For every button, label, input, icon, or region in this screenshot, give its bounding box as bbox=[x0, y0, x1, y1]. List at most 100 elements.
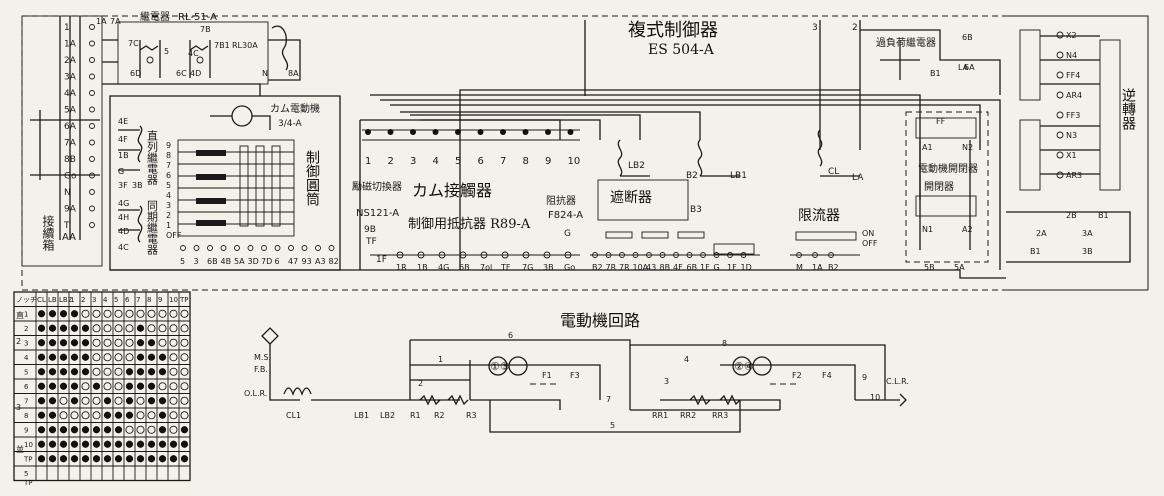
motor-circuit-label: RR2 bbox=[680, 411, 696, 420]
drum-bottom-dot bbox=[180, 245, 186, 251]
left-terminal: 6A bbox=[64, 122, 77, 132]
resistor-terminal: Go bbox=[564, 263, 575, 272]
left-top-mark: 7A bbox=[110, 17, 121, 26]
reverser-terminal: N4 bbox=[1066, 51, 1077, 60]
drum-terminal: 9 bbox=[166, 141, 171, 150]
left-terminal-block bbox=[21, 15, 103, 267]
drum-bottom-dot bbox=[207, 245, 213, 251]
aux-terminal: 3A bbox=[1082, 229, 1093, 238]
notch-cell-dot bbox=[59, 324, 68, 332]
notch-cell-dot bbox=[92, 440, 101, 448]
relay-left-terminal: 3B bbox=[132, 181, 143, 190]
notch-header-cell: 8 bbox=[147, 296, 151, 304]
notch-cell-dot bbox=[147, 382, 156, 390]
terminal-dot bbox=[89, 123, 95, 129]
notch-header-cell: ノッチ bbox=[16, 296, 37, 304]
notch-cell-dot bbox=[169, 396, 178, 405]
control-resistor-label: 制御用抵抗器 R89-A bbox=[408, 217, 531, 232]
notch-cell-dot bbox=[48, 426, 57, 434]
notch-cell-dot bbox=[180, 382, 189, 391]
resistor-terminal: 3B bbox=[543, 263, 554, 272]
notch-header-cell: 6 bbox=[125, 296, 130, 304]
breaker-terminal: 1F bbox=[700, 263, 710, 272]
relay-terminal: 7B1 bbox=[214, 41, 230, 50]
aux-terminal: 3B bbox=[1082, 247, 1093, 256]
notch-cell-dot bbox=[92, 309, 101, 318]
circuit-switch-indicator: 開閉器 bbox=[924, 181, 954, 193]
cam-contact-dot bbox=[410, 129, 416, 135]
relay-left-terminal: 4D bbox=[118, 227, 129, 236]
notch-cell-dot bbox=[147, 324, 156, 333]
notch-cell-dot bbox=[70, 440, 79, 448]
notch-cell-dot bbox=[114, 367, 123, 376]
notch-cell-dot bbox=[114, 324, 123, 333]
motor-switch-number: 3 bbox=[664, 377, 669, 386]
motor-circuit-label: M.S. bbox=[254, 353, 271, 362]
notch-row-label: 8 bbox=[24, 412, 28, 420]
relay-terminal: 7B bbox=[200, 25, 211, 34]
excitation-switch-label: 勵磁切換器 bbox=[352, 180, 402, 193]
resistor-terminal: 7ol bbox=[480, 263, 492, 272]
motor-switch-number: 9 bbox=[862, 373, 867, 382]
left-terminal: 7A bbox=[64, 139, 77, 149]
notch-cell-dot bbox=[92, 426, 101, 434]
notch-cell-dot bbox=[158, 397, 167, 405]
aux-terminal: 2B bbox=[1066, 211, 1077, 220]
notch-header-cell: LB bbox=[48, 296, 57, 304]
drum-terminal: 6 bbox=[166, 171, 171, 180]
notch-side-label: 直 bbox=[16, 310, 24, 320]
notch-cell-dot bbox=[103, 324, 112, 333]
cam-number: 4 bbox=[433, 156, 439, 167]
drum-bottom-terminal: 93 bbox=[302, 257, 312, 266]
cam-misc-label: B2 bbox=[686, 171, 698, 181]
motor-circuit-label: F1 bbox=[542, 371, 552, 380]
notch-cell-dot bbox=[180, 367, 189, 376]
drum-bottom-dot bbox=[261, 245, 267, 251]
notch-cell-dot bbox=[81, 396, 90, 405]
notch-cell-dot bbox=[81, 368, 90, 376]
notch-cell-dot bbox=[136, 396, 145, 405]
notch-cell-dot bbox=[70, 368, 79, 376]
aux-terminal: B1 bbox=[1098, 211, 1109, 220]
notch-cell-dot bbox=[136, 382, 145, 390]
breaker-terminal-dot bbox=[605, 252, 612, 258]
notch-cell-dot bbox=[59, 368, 68, 376]
notch-cell-dot bbox=[103, 309, 112, 318]
cam-number: 9 bbox=[545, 156, 551, 167]
motor-circuit-label: F2 bbox=[792, 371, 802, 380]
drum-bottom-dot bbox=[301, 245, 308, 251]
notch-side-label: 2 bbox=[16, 337, 21, 346]
breaker-terminal-dot bbox=[713, 252, 720, 258]
notch-cell-dot bbox=[37, 324, 46, 332]
left-terminal: Go bbox=[64, 172, 77, 182]
notch-cell-dot bbox=[37, 411, 46, 419]
notch-cell-dot bbox=[136, 440, 145, 448]
notch-cell-dot bbox=[92, 338, 101, 347]
cam-contact-dot bbox=[567, 129, 574, 135]
notch-cell-dot bbox=[114, 382, 123, 391]
relay-left-terminal: 3F bbox=[118, 181, 128, 190]
reverser-terminal-dot bbox=[1056, 91, 1064, 99]
notch-cell-dot bbox=[147, 353, 156, 361]
notch-cell-dot bbox=[125, 368, 134, 376]
motor-circuit-label: F.B. bbox=[254, 365, 268, 374]
motor-switch-number: 8 bbox=[722, 339, 727, 348]
reverser-box-terminal: N2 bbox=[962, 143, 973, 152]
motor-circuit-label: O.L.R. bbox=[244, 389, 267, 398]
relay-terminal: 7C bbox=[128, 39, 139, 48]
notch-cell-dot bbox=[136, 309, 145, 318]
notch-cell-dot bbox=[158, 324, 167, 333]
motor-switch-number: 5 bbox=[610, 421, 615, 430]
notch-side-label: 並 bbox=[16, 444, 24, 454]
cam-motor-label: カム電動機 bbox=[270, 102, 320, 115]
reverser-terminal: X2 bbox=[1066, 31, 1077, 40]
notch-row-label: 9 bbox=[24, 427, 28, 435]
